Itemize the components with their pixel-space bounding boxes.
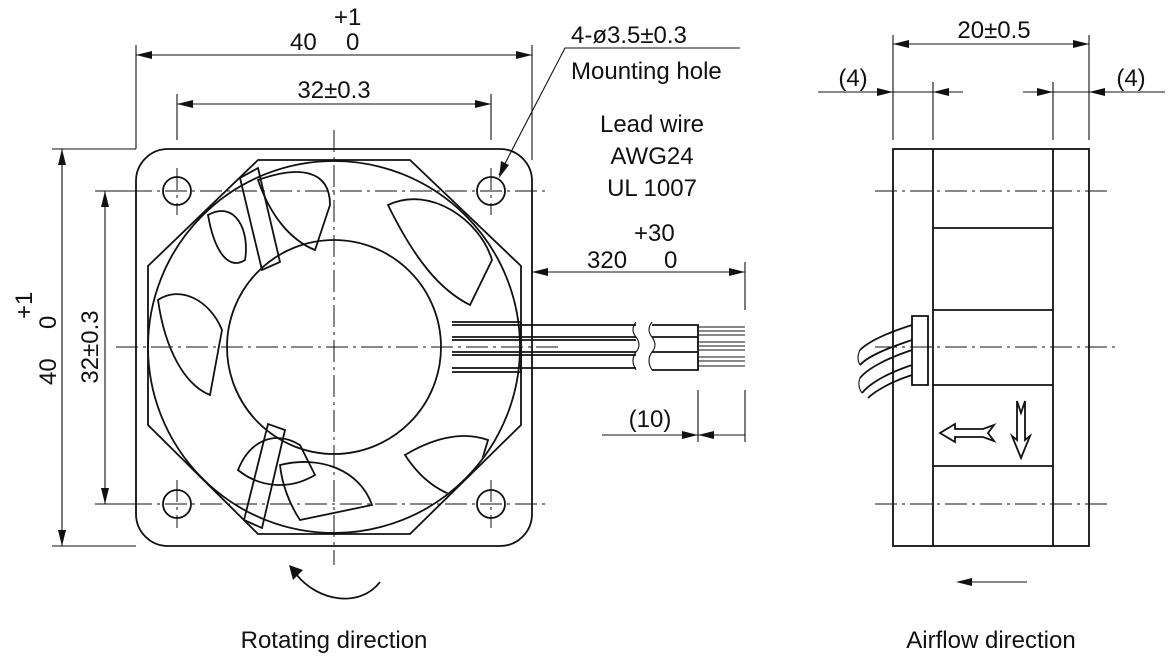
width-dim-main: 40 bbox=[290, 29, 317, 56]
mounting-hole-spec: 4-ø3.5±0.3 bbox=[571, 22, 687, 49]
dimension-lines-side bbox=[818, 40, 1165, 96]
venturi-outline bbox=[147, 159, 522, 535]
side-view: 20±0.5 (4) (4) Airflow direction bbox=[818, 17, 1165, 654]
lead-wires bbox=[452, 321, 745, 371]
strip-length-dim: (10) bbox=[629, 406, 672, 433]
pitch-dim-horizontal: 32±0.3 bbox=[297, 77, 370, 104]
height-dim-plus: +1 bbox=[11, 292, 38, 319]
spoke-lower bbox=[242, 422, 287, 530]
lead-wire-label: Lead wire bbox=[600, 111, 704, 138]
dimension-lines-front bbox=[58, 51, 745, 546]
wire-length-minus: 0 bbox=[664, 247, 677, 274]
side-lead-wires bbox=[859, 324, 913, 399]
flange-left-dim: (4) bbox=[838, 65, 867, 92]
stripped-conductors bbox=[698, 326, 745, 367]
lead-wire-standard: UL 1007 bbox=[607, 175, 697, 202]
height-dim-minus: 0 bbox=[35, 316, 62, 329]
height-dim-main: 40 bbox=[35, 358, 62, 385]
rotation-arrow-icon bbox=[295, 573, 381, 600]
wire-grommet bbox=[911, 315, 929, 386]
pitch-dim-vertical: 32±0.3 bbox=[77, 310, 104, 383]
flange-right-dim: (4) bbox=[1116, 65, 1145, 92]
width-dim-minus: 0 bbox=[346, 29, 359, 56]
airflow-direction-caption: Airflow direction bbox=[906, 627, 1075, 654]
depth-dim: 20±0.5 bbox=[957, 17, 1030, 44]
width-dim-plus: +1 bbox=[334, 4, 361, 31]
mounting-hole-leader bbox=[498, 47, 740, 176]
airflow-arrow-icon bbox=[956, 578, 972, 586]
wire-channel bbox=[452, 321, 521, 373]
lead-wire-gauge: AWG24 bbox=[610, 143, 693, 170]
wire-length-plus: +30 bbox=[634, 220, 675, 247]
rotating-direction-caption: Rotating direction bbox=[241, 627, 428, 654]
mounting-hole-label: Mounting hole bbox=[571, 58, 722, 85]
wire-length-main: 320 bbox=[587, 247, 627, 274]
fan-blades bbox=[157, 171, 493, 522]
spoke-upper bbox=[238, 166, 282, 272]
front-view: +1 40 0 32±0.3 4-ø3.5±0.3 Mounting hole … bbox=[11, 4, 746, 654]
airflow-symbol-icon bbox=[938, 400, 1033, 461]
